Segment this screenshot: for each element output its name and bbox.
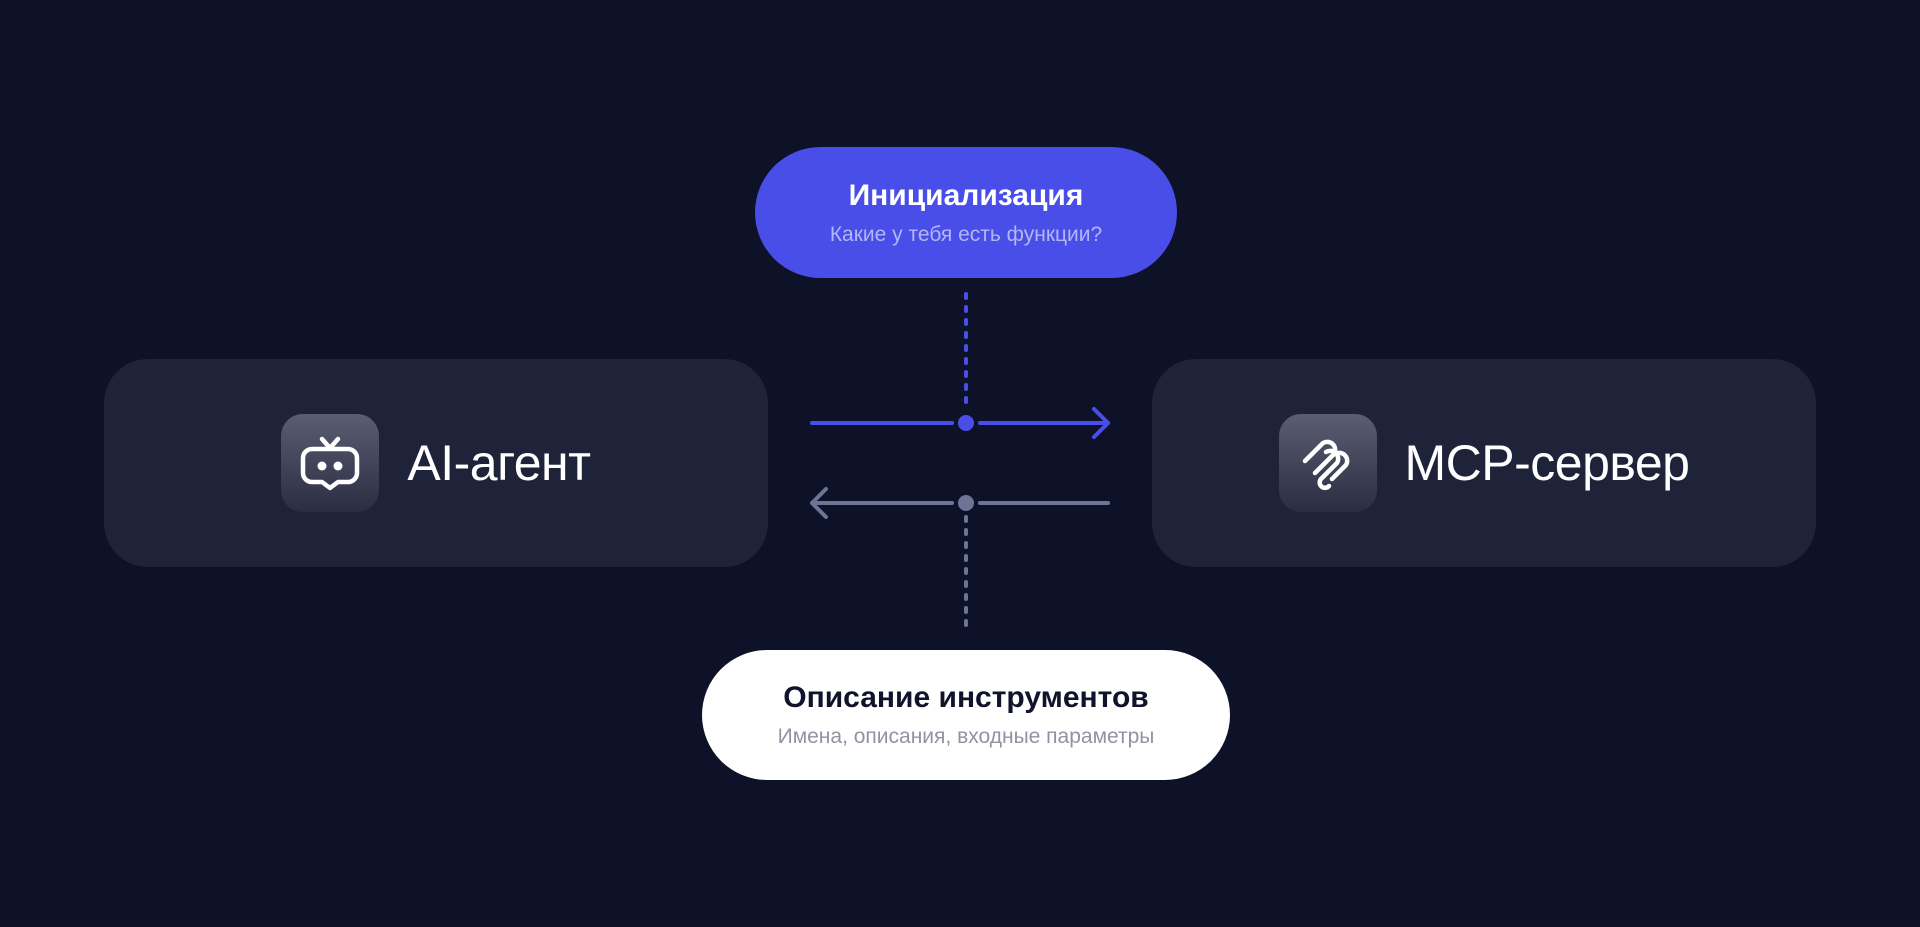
response-subtitle: Имена, описания, входные параметры xyxy=(777,725,1155,748)
response-junction-dot xyxy=(958,495,974,511)
mcp-logo-icon xyxy=(1278,414,1377,512)
ai-agent-node: AI-агент xyxy=(104,359,768,567)
request-pill: Инициализация Какие у тебя есть функции? xyxy=(755,147,1177,278)
request-subtitle: Какие у тебя есть функции? xyxy=(829,222,1103,246)
response-arrow xyxy=(810,487,1110,519)
ai-agent-label: AI-агент xyxy=(407,435,591,491)
request-arrow xyxy=(810,407,1110,439)
response-title: Описание инструментов xyxy=(783,681,1149,714)
mcp-server-node: MCP-сервер xyxy=(1152,359,1816,567)
request-title: Инициализация xyxy=(848,178,1084,212)
request-junction-dot xyxy=(958,415,974,431)
robot-icon xyxy=(281,414,380,512)
mcp-server-label: MCP-сервер xyxy=(1404,435,1691,491)
response-pill: Описание инструментов Имена, описания, в… xyxy=(702,650,1230,780)
